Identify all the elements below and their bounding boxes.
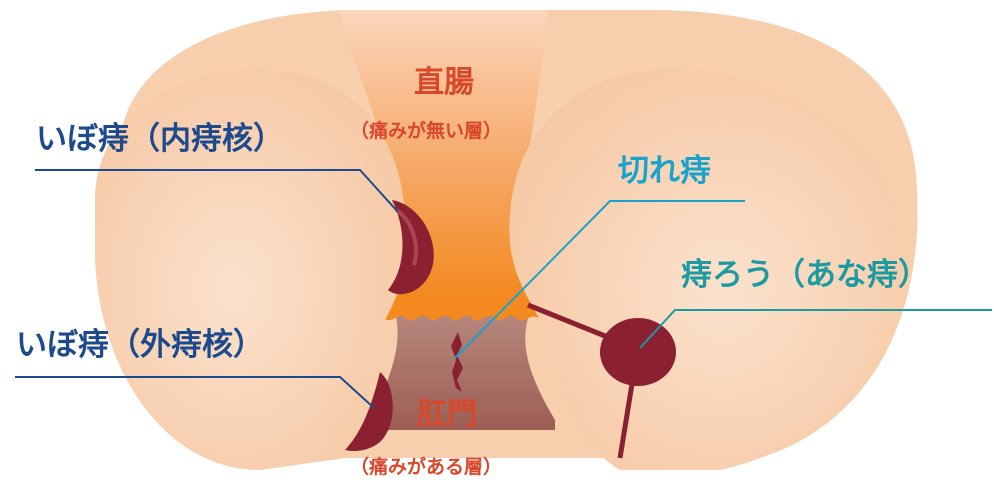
anal-canal — [370, 303, 555, 430]
anal-fistula-label: 痔ろう（あな痔） — [681, 257, 929, 293]
rectum-label: 直腸 — [414, 65, 474, 100]
internal-hemorrhoid-label: いぼ痔（内痔核） — [36, 121, 284, 157]
leader-anal-fissure — [454, 200, 745, 359]
anal-fissure-lesion — [451, 332, 463, 392]
leader-external-hemorrhoid — [15, 376, 375, 409]
fistula-drain — [617, 383, 635, 459]
leader-internal-hemorrhoid — [35, 169, 399, 213]
anus-note: （痛みがある層） — [350, 456, 503, 478]
leader-anal-fistula — [639, 309, 992, 349]
fistula-abscess — [600, 318, 676, 386]
external-hemorrhoid-label: いぼ痔（外痔核） — [16, 327, 264, 363]
rectum-note: （痛みが無い層） — [350, 120, 503, 142]
rectum — [338, 10, 548, 298]
internal-hemorrhoid-lesion — [388, 200, 434, 295]
anal-fissure-label: 切れ痔 — [618, 153, 711, 189]
anus-label: 肛門 — [417, 397, 477, 432]
external-hemorrhoid-lesion — [345, 372, 393, 452]
fistula-tract — [527, 302, 611, 341]
